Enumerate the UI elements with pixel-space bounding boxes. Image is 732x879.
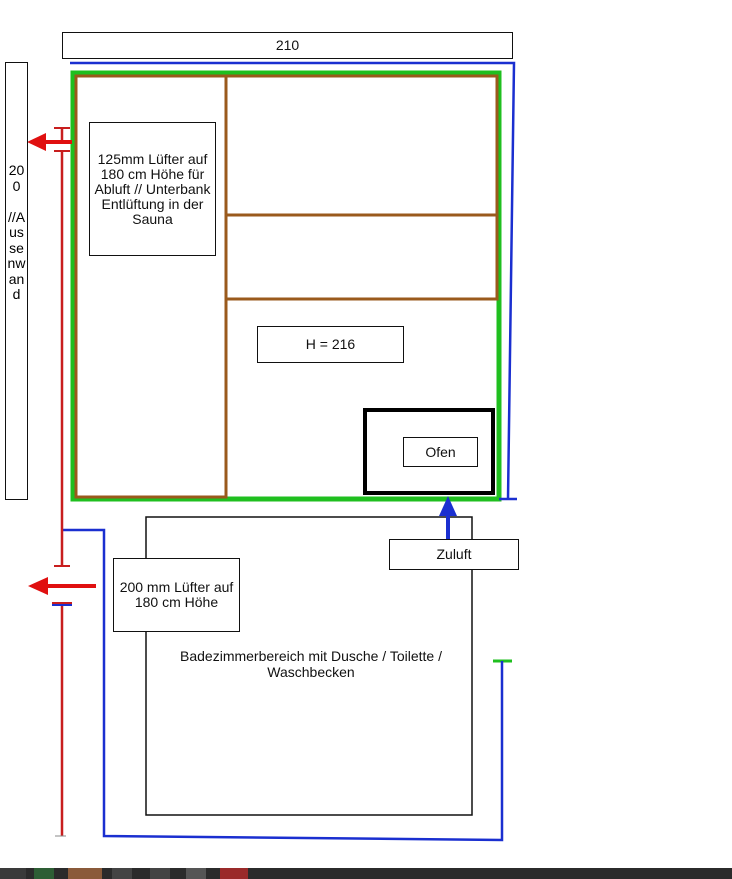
outer-wall-text: 200 //Aussenwand [7,162,26,302]
taskbar-button[interactable] [186,868,206,879]
arrow-left-icon [28,577,96,595]
fan-125-label: 125mm Lüfter auf 180 cm Höhe für Abluft … [89,122,216,256]
taskbar [0,868,732,879]
fan-125-text: 125mm Lüfter auf 180 cm Höhe für Abluft … [94,150,211,227]
taskbar-button[interactable] [0,868,26,879]
arrow-up-icon [439,496,457,540]
bench-lower [224,213,499,301]
oven-label: Ofen [403,437,478,467]
sauna-outline [70,70,502,502]
bathroom-label: Badezimmerbereich mit Dusche / Toilette … [180,648,442,680]
taskbar-button[interactable] [150,868,170,879]
taskbar-button[interactable] [68,868,102,879]
blue-wall-right [70,61,516,500]
height-label: H = 216 [257,326,404,363]
taskbar-button[interactable] [220,868,248,879]
fan-200-text: 200 mm Lüfter auf 180 cm Höhe [119,579,234,610]
supply-air-label: Zuluft [389,539,519,570]
arrow-left-icon [27,133,72,151]
fan-200-label: 200 mm Lüfter auf 180 cm Höhe [113,558,240,632]
width-dimension-label: 210 [62,32,513,59]
outer-wall-label: 200 //Aussenwand [5,62,28,500]
taskbar-button[interactable] [112,868,132,879]
bench-upper [224,74,499,217]
taskbar-button[interactable] [34,868,54,879]
bathroom-outline [145,516,473,816]
blue-wall-bathroom [62,528,504,842]
